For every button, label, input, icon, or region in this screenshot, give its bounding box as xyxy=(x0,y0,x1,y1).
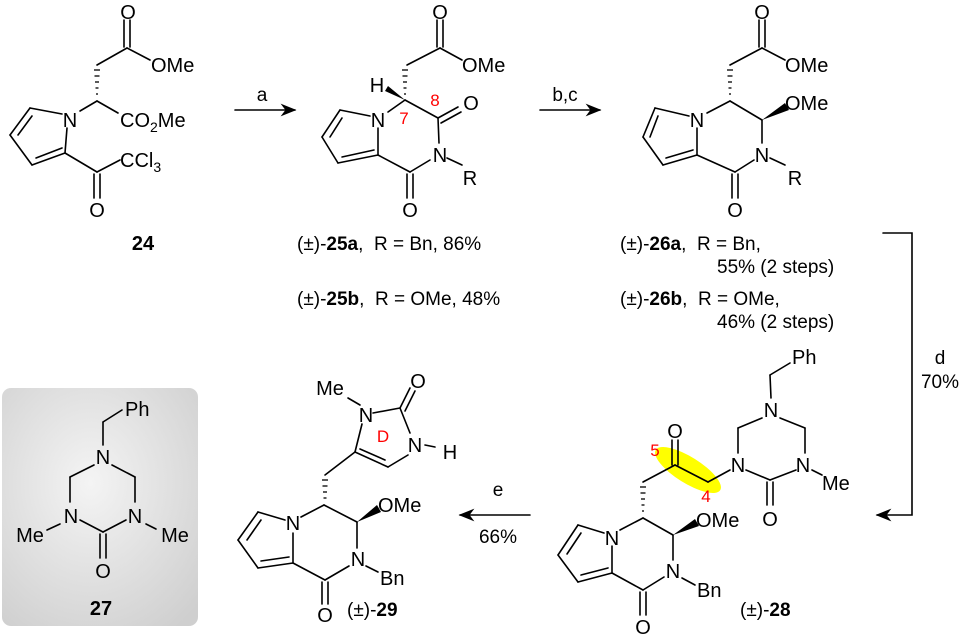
atom-label: OMe xyxy=(785,55,828,77)
step-label: b,c xyxy=(552,85,577,106)
atom-label: OMe xyxy=(785,93,828,115)
step-yield: 70% xyxy=(921,372,959,393)
atom-label: H xyxy=(370,75,384,97)
compound-number: 24 xyxy=(132,233,155,255)
atom-label: N xyxy=(64,506,78,528)
atom-label: O xyxy=(432,2,448,24)
atom-label: Me xyxy=(16,525,44,547)
locant-label: 7 xyxy=(399,109,408,128)
reaction-arrow-e: e 66% xyxy=(458,480,531,548)
atom-label: O xyxy=(120,2,136,24)
atom-label: N xyxy=(96,447,110,469)
compound-29: Me N O N H N OMe N Bn O D (±)-29 xyxy=(237,371,457,627)
compound-24: O OMe N CO2Me CCl3 O 24 xyxy=(9,2,194,255)
highlight xyxy=(655,447,721,493)
atom-label: N xyxy=(666,561,680,583)
atom-label-co2me: CO2Me xyxy=(120,110,186,135)
wedge-bond xyxy=(385,86,405,100)
compound-number: 27 xyxy=(90,598,112,620)
hashed-bond xyxy=(94,69,100,95)
atom-label: O xyxy=(463,93,479,115)
compound-caption-29: (±)-29 xyxy=(347,600,398,621)
ring-label: D xyxy=(377,427,389,446)
atom-label: N xyxy=(408,435,422,457)
atom-label: OMe xyxy=(151,55,194,77)
atom-label: O xyxy=(667,421,683,443)
atom-label: OMe xyxy=(378,495,421,517)
atom-label: N xyxy=(286,513,300,535)
atom-label: N xyxy=(755,145,769,167)
atom-label: O xyxy=(754,2,770,24)
atom-label: O xyxy=(635,617,651,636)
atom-label: N xyxy=(128,506,142,528)
wedge-bond xyxy=(762,103,789,120)
atom-label: N xyxy=(605,528,619,550)
atom-label: O xyxy=(410,371,426,393)
atom-label: O xyxy=(89,200,105,222)
compound-caption-28: (±)-28 xyxy=(740,600,791,621)
compound-caption-26a: (±)-26a, R = Bn, xyxy=(620,234,761,255)
atom-label: O xyxy=(402,200,418,222)
compound-27-box: Ph N N N Me Me O 27 xyxy=(2,388,198,626)
atom-label: OMe xyxy=(462,55,505,77)
atom-label: R xyxy=(463,168,477,190)
yield-text: 46% (2 steps) xyxy=(717,312,834,333)
atom-label-ccl3: CCl3 xyxy=(120,150,161,175)
locant-label: 5 xyxy=(650,441,659,460)
compound-26: O OMe N OMe N R O (±)-26a, R = Bn, 55% (… xyxy=(620,2,834,333)
wedge-bond xyxy=(357,505,381,522)
atom-label: N xyxy=(351,549,365,571)
reaction-arrow-bc: b,c xyxy=(539,85,602,117)
compound-25: O OMe H N O N R O 7 8 (±)-25a, R = Bn, 8… xyxy=(297,2,505,310)
compound-caption-25b: (±)-25b, R = OMe, 48% xyxy=(297,289,500,310)
atom-label: R xyxy=(788,168,802,190)
locant-label: 8 xyxy=(430,91,439,110)
atom-label: N xyxy=(433,145,447,167)
atom-label: N xyxy=(796,455,810,477)
wedge-bond xyxy=(673,519,699,535)
atom-label: H xyxy=(443,442,457,464)
atom-label: Ph xyxy=(125,399,149,421)
atom-label: Ph xyxy=(792,347,816,369)
atom-label: O xyxy=(762,509,778,531)
step-label: e xyxy=(493,480,504,501)
atom-label: O xyxy=(317,605,333,627)
atom-label: OMe xyxy=(696,510,739,532)
atom-label: O xyxy=(727,200,743,222)
atom-label: Me xyxy=(161,525,189,547)
atom-label: N xyxy=(63,110,77,132)
step-label: d xyxy=(935,348,946,369)
atom-label: N xyxy=(371,110,385,132)
hashed-bond xyxy=(640,486,646,512)
hashed-bond xyxy=(727,69,733,95)
atom-label: Bn xyxy=(380,568,404,590)
compound-caption-26b: (±)-26b, R = OMe, xyxy=(620,289,780,310)
reaction-arrow-a: a xyxy=(234,85,297,117)
atom-label: Me xyxy=(316,378,344,400)
atom-label: N xyxy=(359,405,373,427)
step-label: a xyxy=(257,85,268,106)
reaction-arrow-d: d 70% xyxy=(875,232,959,522)
atom-label: N xyxy=(731,455,745,477)
compound-caption-25a: (±)-25a, R = Bn, 86% xyxy=(297,234,481,255)
atom-label: O xyxy=(95,561,111,583)
atom-label: N xyxy=(764,400,778,422)
hashed-bond xyxy=(322,479,328,499)
step-yield: 66% xyxy=(479,527,517,548)
compound-28: Ph N N N Me O O N OMe N Bn O 5 4 (±)-28 xyxy=(557,347,850,636)
atom-label: Me xyxy=(822,473,850,495)
atom-label: N xyxy=(690,110,704,132)
hashed-bond xyxy=(402,69,408,95)
locant-label: 4 xyxy=(701,487,710,506)
atom-label: Bn xyxy=(697,580,721,602)
yield-text: 55% (2 steps) xyxy=(717,257,834,278)
